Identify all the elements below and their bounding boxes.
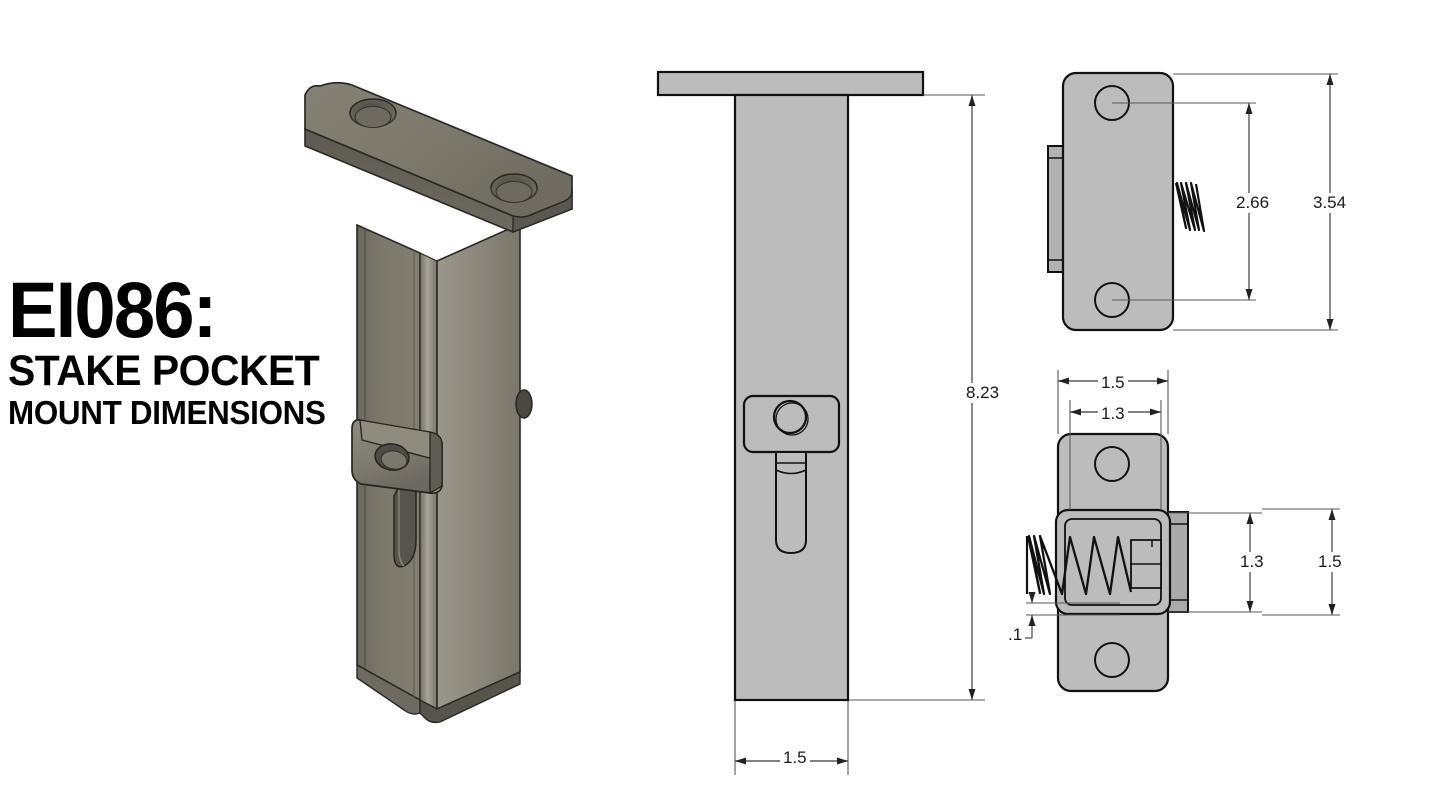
latch-pin-head [515,389,533,419]
dimension-label-tube-width: 1.5 [780,748,810,768]
part-number-title: EI086: [8,265,217,354]
arrow-13sec-left [1070,408,1081,416]
top-plate-corner-edge [512,189,573,233]
isometric-3d-view [304,81,573,724]
dimension-lines [734,73,1340,775]
latch-plate-side [429,431,443,495]
arrow-266-bottom [1245,289,1253,300]
section-hole-2 [1094,642,1130,678]
mounting-hole-2-bore [495,180,533,204]
arrow-13v-bottom [1246,601,1254,612]
front-latch-pin [775,451,807,555]
top-view-plate [1061,71,1175,332]
top-view-spring [1174,181,1206,233]
arrow-354-top [1326,74,1334,85]
arrow-15sec-right [1157,377,1168,385]
section-hole-1 [1094,446,1130,482]
part-name-title: STAKE POCKET [8,347,320,396]
dimension-label-section-outer-width: 1.5 [1098,373,1128,393]
dimension-label-overall-height: 8.23 [963,383,1003,403]
arrow-15v-top [1328,509,1336,520]
tube-slot [393,477,417,568]
front-view [656,70,925,702]
arrow-354-bottom [1326,319,1334,330]
dimension-label-section-inner-width: 1.3 [1098,404,1128,424]
front-latch-knob-inner [775,402,809,436]
section-view [1025,432,1189,693]
arrow-15v-bottom [1328,604,1336,615]
arrow-p1-bottom [1028,615,1036,626]
top-view [1047,71,1206,332]
tube-bottom-right-chamfer [419,670,521,724]
title-block: EI086: STAKE POCKET MOUNT DIMENSIONS [8,265,348,432]
arrow-823-top [968,95,976,106]
arrow-823-bottom [968,689,976,700]
arrow-p1-top [1028,592,1036,603]
tube-right-face [436,222,521,711]
dimension-label-section-outer-height: 1.5 [1315,552,1345,572]
arrow-13v-top [1246,513,1254,524]
dimension-label-plate-length: 3.54 [1310,193,1350,213]
latch-pull-hole-bore [380,450,408,470]
section-spring [1026,534,1133,596]
dimension-label-hole-spacing: 2.66 [1233,193,1273,213]
dimension-label-latch-offset: .1 [1005,625,1026,645]
tube-slot-highlight [398,487,405,567]
arrow-15front-left [735,757,746,765]
front-latch-knob [772,399,808,435]
arrow-15sec-left [1058,377,1069,385]
arrow-13sec-right [1150,408,1161,416]
front-top-plate [656,70,925,97]
drawing-subtitle: MOUNT DIMENSIONS [8,394,326,432]
mounting-hole-1-bore [354,105,392,129]
arrow-266-top [1245,103,1253,114]
front-pin-ring-2 [775,469,807,475]
arrow-15front-right [837,757,848,765]
dimension-label-section-inner-height: 1.3 [1237,552,1267,572]
